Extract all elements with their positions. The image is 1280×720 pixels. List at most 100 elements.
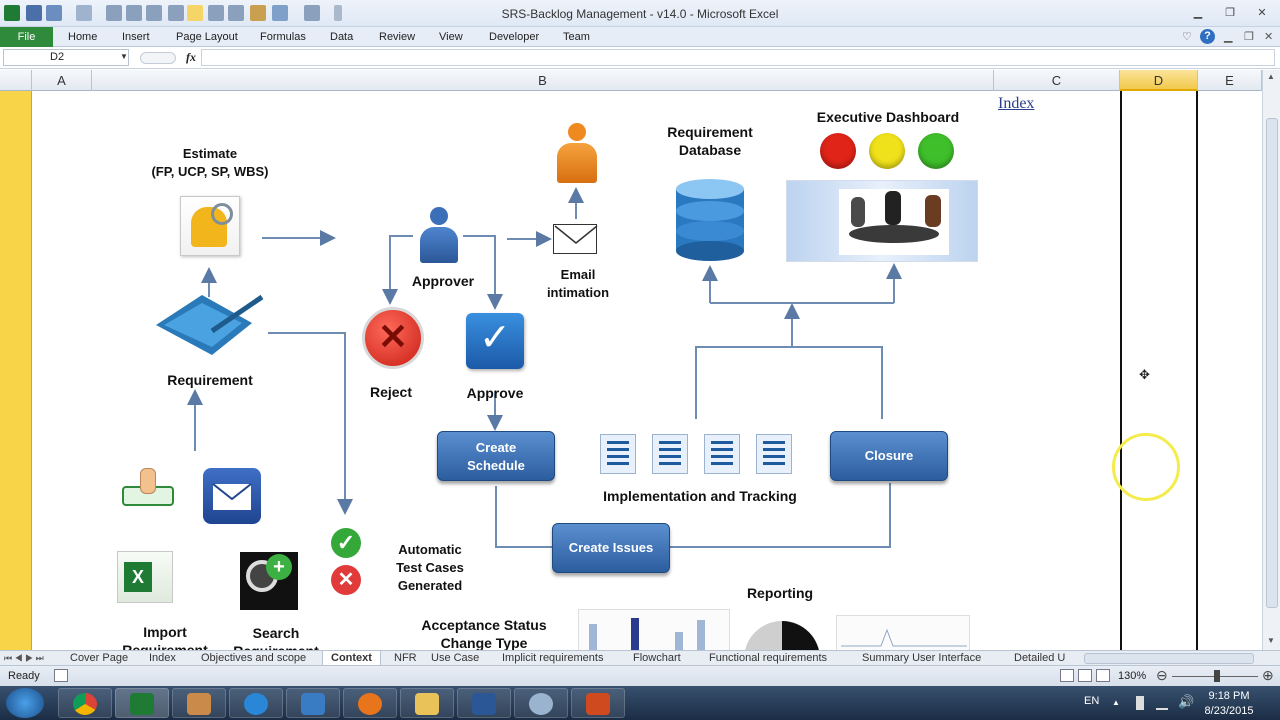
macro-record-icon[interactable] [54, 669, 68, 682]
sheet-tab[interactable]: Index [149, 652, 176, 664]
tab-home[interactable]: Home [68, 31, 98, 43]
close-icon[interactable]: ✕ [1257, 7, 1267, 19]
tab-insert[interactable]: Insert [122, 31, 150, 43]
network-icon[interactable] [1156, 696, 1168, 710]
tab-page-layout[interactable]: Page Layout [176, 31, 238, 43]
database-icon[interactable] [674, 179, 746, 261]
scroll-down-icon[interactable]: ▼ [1267, 636, 1275, 645]
row-headers[interactable] [0, 91, 32, 650]
worksheet[interactable]: Index Estimate (FP, UCP, SP, WBS) Requir… [0, 91, 1262, 650]
wb-close-icon[interactable]: ✕ [1264, 31, 1274, 43]
borders-icon[interactable] [304, 5, 320, 21]
sheet-tab[interactable]: Objectives and scope [201, 652, 307, 664]
format-icon[interactable] [228, 5, 244, 21]
excel-taskbar-icon[interactable] [115, 688, 169, 718]
create-issues-button[interactable]: Create Issues [552, 523, 670, 573]
sheet-tab-active[interactable]: Context [322, 651, 381, 666]
column-header-e[interactable]: E [1198, 70, 1262, 91]
sheet-tab[interactable]: Flowchart [633, 652, 681, 664]
copy-icon[interactable] [168, 5, 184, 21]
fill-color-icon[interactable] [272, 5, 288, 21]
approve-icon[interactable]: ✓ [466, 313, 524, 369]
column-header-b[interactable]: B [92, 70, 994, 91]
align-center-icon[interactable] [146, 5, 162, 21]
align-left-icon[interactable] [106, 5, 122, 21]
excel-icon[interactable] [4, 5, 20, 21]
tab-data[interactable]: Data [330, 31, 354, 43]
create-schedule-button[interactable]: Create Schedule [437, 431, 555, 481]
column-header-c[interactable]: C [994, 70, 1120, 91]
explorer-taskbar-icon[interactable] [400, 688, 454, 718]
tab-developer[interactable]: Developer [489, 31, 540, 43]
ie-taskbar-icon[interactable] [229, 688, 283, 718]
wb-restore-icon[interactable]: ❐ [1244, 31, 1254, 43]
index-link[interactable]: Index [998, 95, 1035, 112]
horizontal-scrollbar[interactable] [1084, 653, 1254, 664]
customize-toolbar-icon[interactable] [334, 5, 342, 21]
sheet-tab[interactable]: Cover Page [70, 652, 129, 664]
tab-view[interactable]: View [439, 31, 463, 43]
column-header-a[interactable]: A [32, 70, 92, 91]
clock-date[interactable]: 8/23/2015 [1204, 705, 1254, 717]
wb-minimize-icon[interactable]: ▁ [1224, 31, 1233, 43]
approver-icon[interactable] [420, 207, 458, 263]
sheet-tab[interactable]: Use Case [431, 652, 480, 664]
lync-taskbar-icon[interactable] [286, 688, 340, 718]
tray-expand-icon[interactable]: ▲ [1112, 698, 1120, 707]
minimize-icon[interactable]: ▁ [1193, 7, 1203, 19]
tab-team[interactable]: Team [563, 31, 590, 43]
sheet-tab[interactable]: Functional requirements [709, 652, 828, 664]
clock-time[interactable]: 9:18 PM [1208, 690, 1250, 702]
recipient-person-icon[interactable] [557, 123, 597, 183]
sheet-tab[interactable]: Implicit requirements [502, 652, 604, 664]
page-layout-view-icon[interactable] [1078, 669, 1092, 682]
upload-hand-icon[interactable] [122, 468, 174, 508]
zoom-slider-thumb[interactable] [1214, 670, 1220, 682]
tab-review[interactable]: Review [379, 31, 416, 43]
volume-icon[interactable]: 🔊 [1178, 694, 1195, 709]
name-box[interactable]: D2 [3, 49, 129, 66]
column-header-d[interactable]: D [1120, 70, 1198, 91]
estimate-icon[interactable] [180, 196, 240, 256]
firefox-taskbar-icon[interactable] [343, 688, 397, 718]
wrap-text-icon[interactable] [187, 5, 203, 21]
ribbon-minimize-icon[interactable]: ♡ [1182, 31, 1192, 43]
redo-icon[interactable] [76, 5, 92, 21]
sheet-nav-icons[interactable]: ⏮ ◀ ▶ ⏭ [4, 653, 44, 663]
word-taskbar-icon[interactable] [457, 688, 511, 718]
requirement-pen-icon[interactable] [150, 293, 268, 355]
help-icon[interactable]: ? [1200, 29, 1215, 44]
merge-icon[interactable] [208, 5, 224, 21]
undo-icon[interactable] [46, 5, 62, 21]
name-box-dropdown-icon[interactable]: ▼ [120, 52, 128, 61]
sheet-tab[interactable]: Summary User Interface [862, 652, 982, 664]
media-taskbar-icon[interactable] [514, 688, 568, 718]
insert-function-icon[interactable]: fx [186, 50, 196, 64]
language-indicator[interactable]: EN [1084, 695, 1100, 707]
reject-icon[interactable]: ✕ [362, 307, 424, 369]
zoom-in-icon[interactable]: ⊕ [1262, 667, 1274, 683]
battery-icon[interactable] [1136, 696, 1144, 710]
chrome-taskbar-icon[interactable] [58, 688, 112, 718]
formula-input[interactable] [201, 49, 1275, 66]
vertical-scroll-thumb[interactable] [1266, 118, 1278, 608]
closure-button[interactable]: Closure [830, 431, 948, 481]
restore-icon[interactable]: ❐ [1225, 7, 1235, 19]
search-icon[interactable]: + [240, 552, 298, 610]
normal-view-icon[interactable] [1060, 669, 1074, 682]
zoom-level[interactable]: 130% [1118, 670, 1147, 682]
mail-icon[interactable] [203, 468, 261, 524]
align-right-icon[interactable] [126, 5, 142, 21]
save-icon[interactable] [26, 5, 42, 21]
powerpoint-taskbar-icon[interactable] [571, 688, 625, 718]
email-icon[interactable] [553, 224, 598, 254]
zoom-out-icon[interactable]: ⊖ [1156, 667, 1168, 683]
format-painter-icon[interactable] [250, 5, 266, 21]
select-all-corner[interactable] [0, 70, 32, 91]
import-excel-icon[interactable]: X [117, 551, 173, 603]
tab-formulas[interactable]: Formulas [260, 31, 306, 43]
app-taskbar-icon[interactable] [172, 688, 226, 718]
vertical-scrollbar[interactable]: ▲ ▼ [1262, 70, 1280, 650]
tab-file[interactable]: File [0, 27, 53, 47]
scroll-up-icon[interactable]: ▲ [1267, 72, 1275, 81]
